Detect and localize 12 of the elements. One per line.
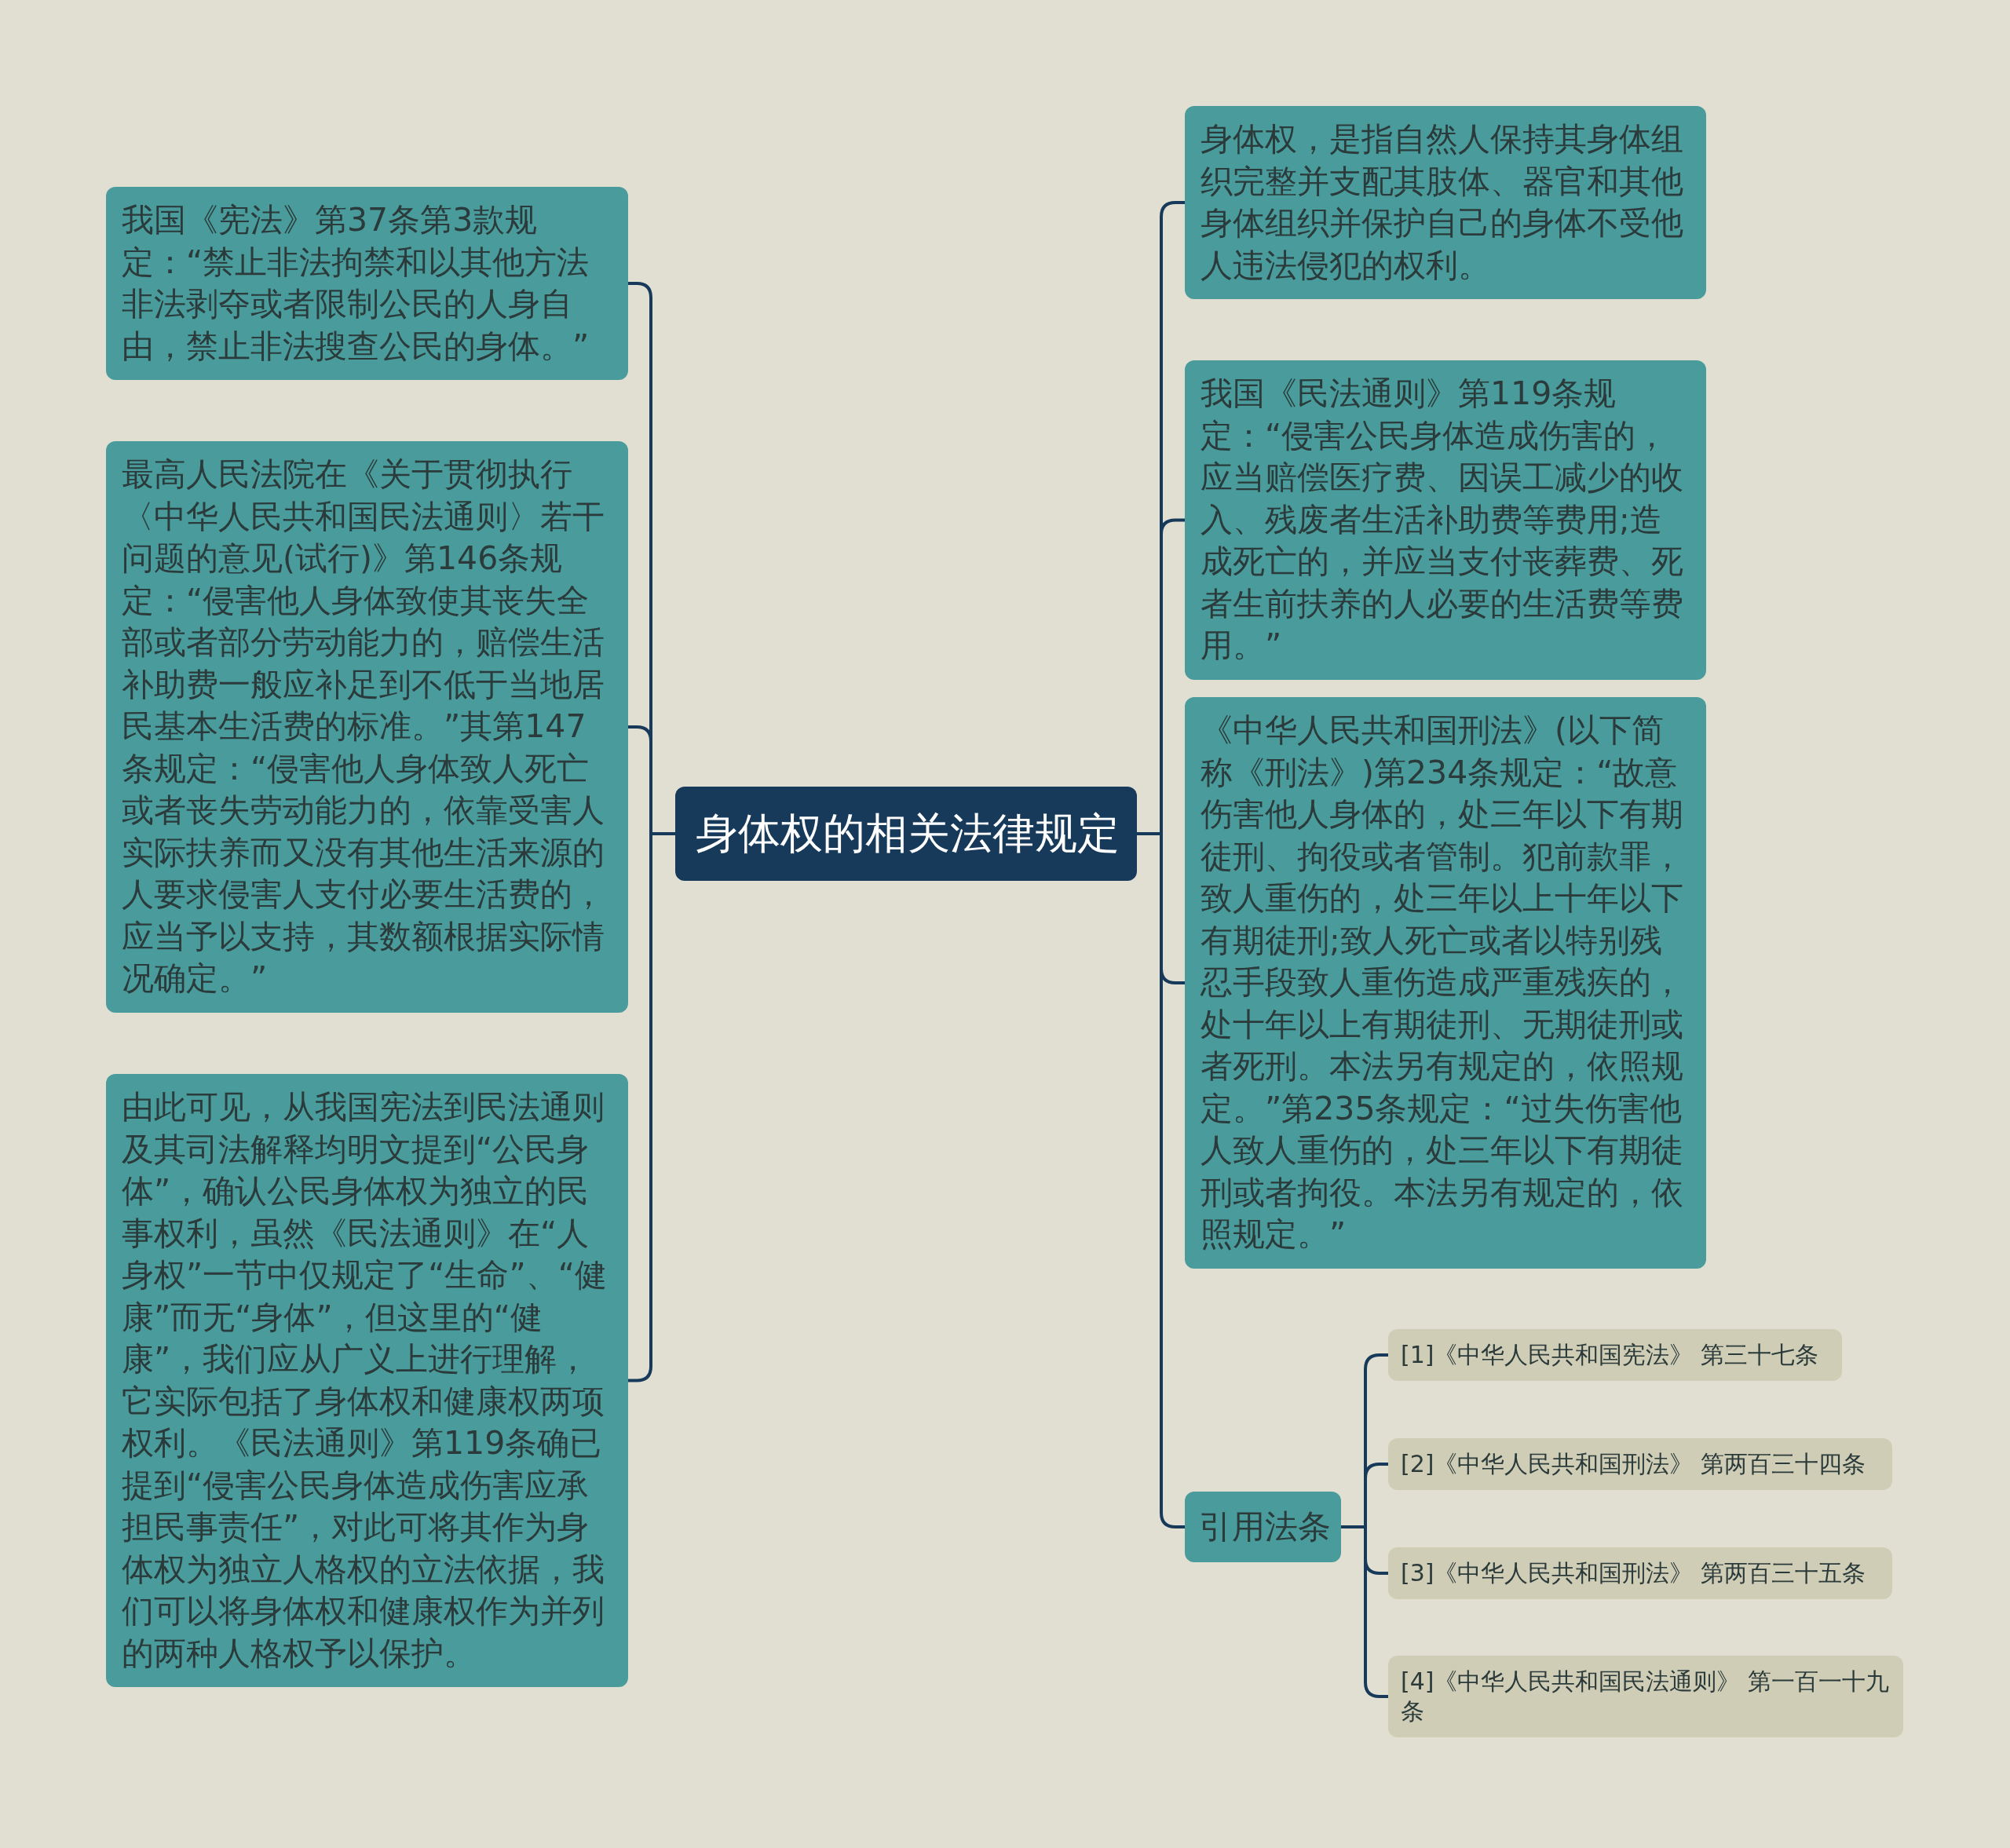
topic-box: 身体权，是指自然人保持其身体组织完整并支配其肢体、器官和其他身体组织并保护自己的身体不受他人违法侵犯的权利。 xyxy=(1185,106,1706,299)
root-topic-box: 身体权的相关法律规定 xyxy=(675,787,1137,881)
topic-box: 由此可见，从我国宪法到民法通则及其司法解释均明文提到“公民身体”，确认公民身体权为独立的民事权利，虽然《民法通则》在“人身权”一节中仅规定了“生命”、“健康”而无“身体”，但这里的“健康”，我们应从广义上进行理解，它实际包括了身体权和健康权两项权利。《民法通则》第119条确已提到“侵害公民身体造成伤害应承担民事责任”，对此可将其作为身体权为独立人格权的立法依据，我们可以将身体权和健康权作为并列的两种人格权予以保护。 xyxy=(106,1074,628,1687)
reference-box: [1]《中华人民共和国宪法》 第三十七条 xyxy=(1388,1329,1842,1381)
topic-box: 最高人民法院在《关于贯彻执行〈中华人民共和国民法通则〉若干问题的意见(试行)》第146条规定：“侵害他人身体致使其丧失全部或者部分劳动能力的，赔偿生活补助费一般应补足到不低于当地居民基本生活费的标准。”其第147条规定：“侵害他人身体致人死亡或者丧失劳动能力的，依靠受害人实际扶养而又没有其他生活来源的人要求侵害人支付必要生活费的，应当予以支持，其数额根据实际情况确定。” xyxy=(106,441,628,1013)
topic-box: 我国《宪法》第37条第3款规定：“禁止非法拘禁和以其他方法非法剥夺或者限制公民的人身自由，禁止非法搜查公民的身体。” xyxy=(106,187,628,380)
reference-box: [2]《中华人民共和国刑法》 第两百三十四条 xyxy=(1388,1438,1892,1490)
topic-box: 我国《民法通则》第119条规定：“侵害公民身体造成伤害的，应当赔偿医疗费、因误工减少的收入、残废者生活补助费等费用;造成死亡的，并应当支付丧葬费、死者生前扶养的人必要的生活费等费用。” xyxy=(1185,360,1706,680)
topic-box: 引用法条 xyxy=(1185,1492,1341,1562)
reference-box: [3]《中华人民共和国刑法》 第两百三十五条 xyxy=(1388,1547,1892,1599)
reference-box: [4]《中华人民共和国民法通则》 第一百一十九条 xyxy=(1388,1656,1903,1737)
topic-box: 《中华人民共和国刑法》(以下简称《刑法》)第234条规定：“故意伤害他人身体的，处三年以下有期徒刑、拘役或者管制。犯前款罪，致人重伤的，处三年以上十年以下有期徒刑;致人死亡或者以特别残忍手段致人重伤造成严重残疾的，处十年以上有期徒刑、无期徒刑或者死刑。本法另有规定的，依照规定。”第235条规定：“过失伤害他人致人重伤的，处三年以下有期徒刑或者拘役。本法另有规定的，依照规定。” xyxy=(1185,697,1706,1269)
